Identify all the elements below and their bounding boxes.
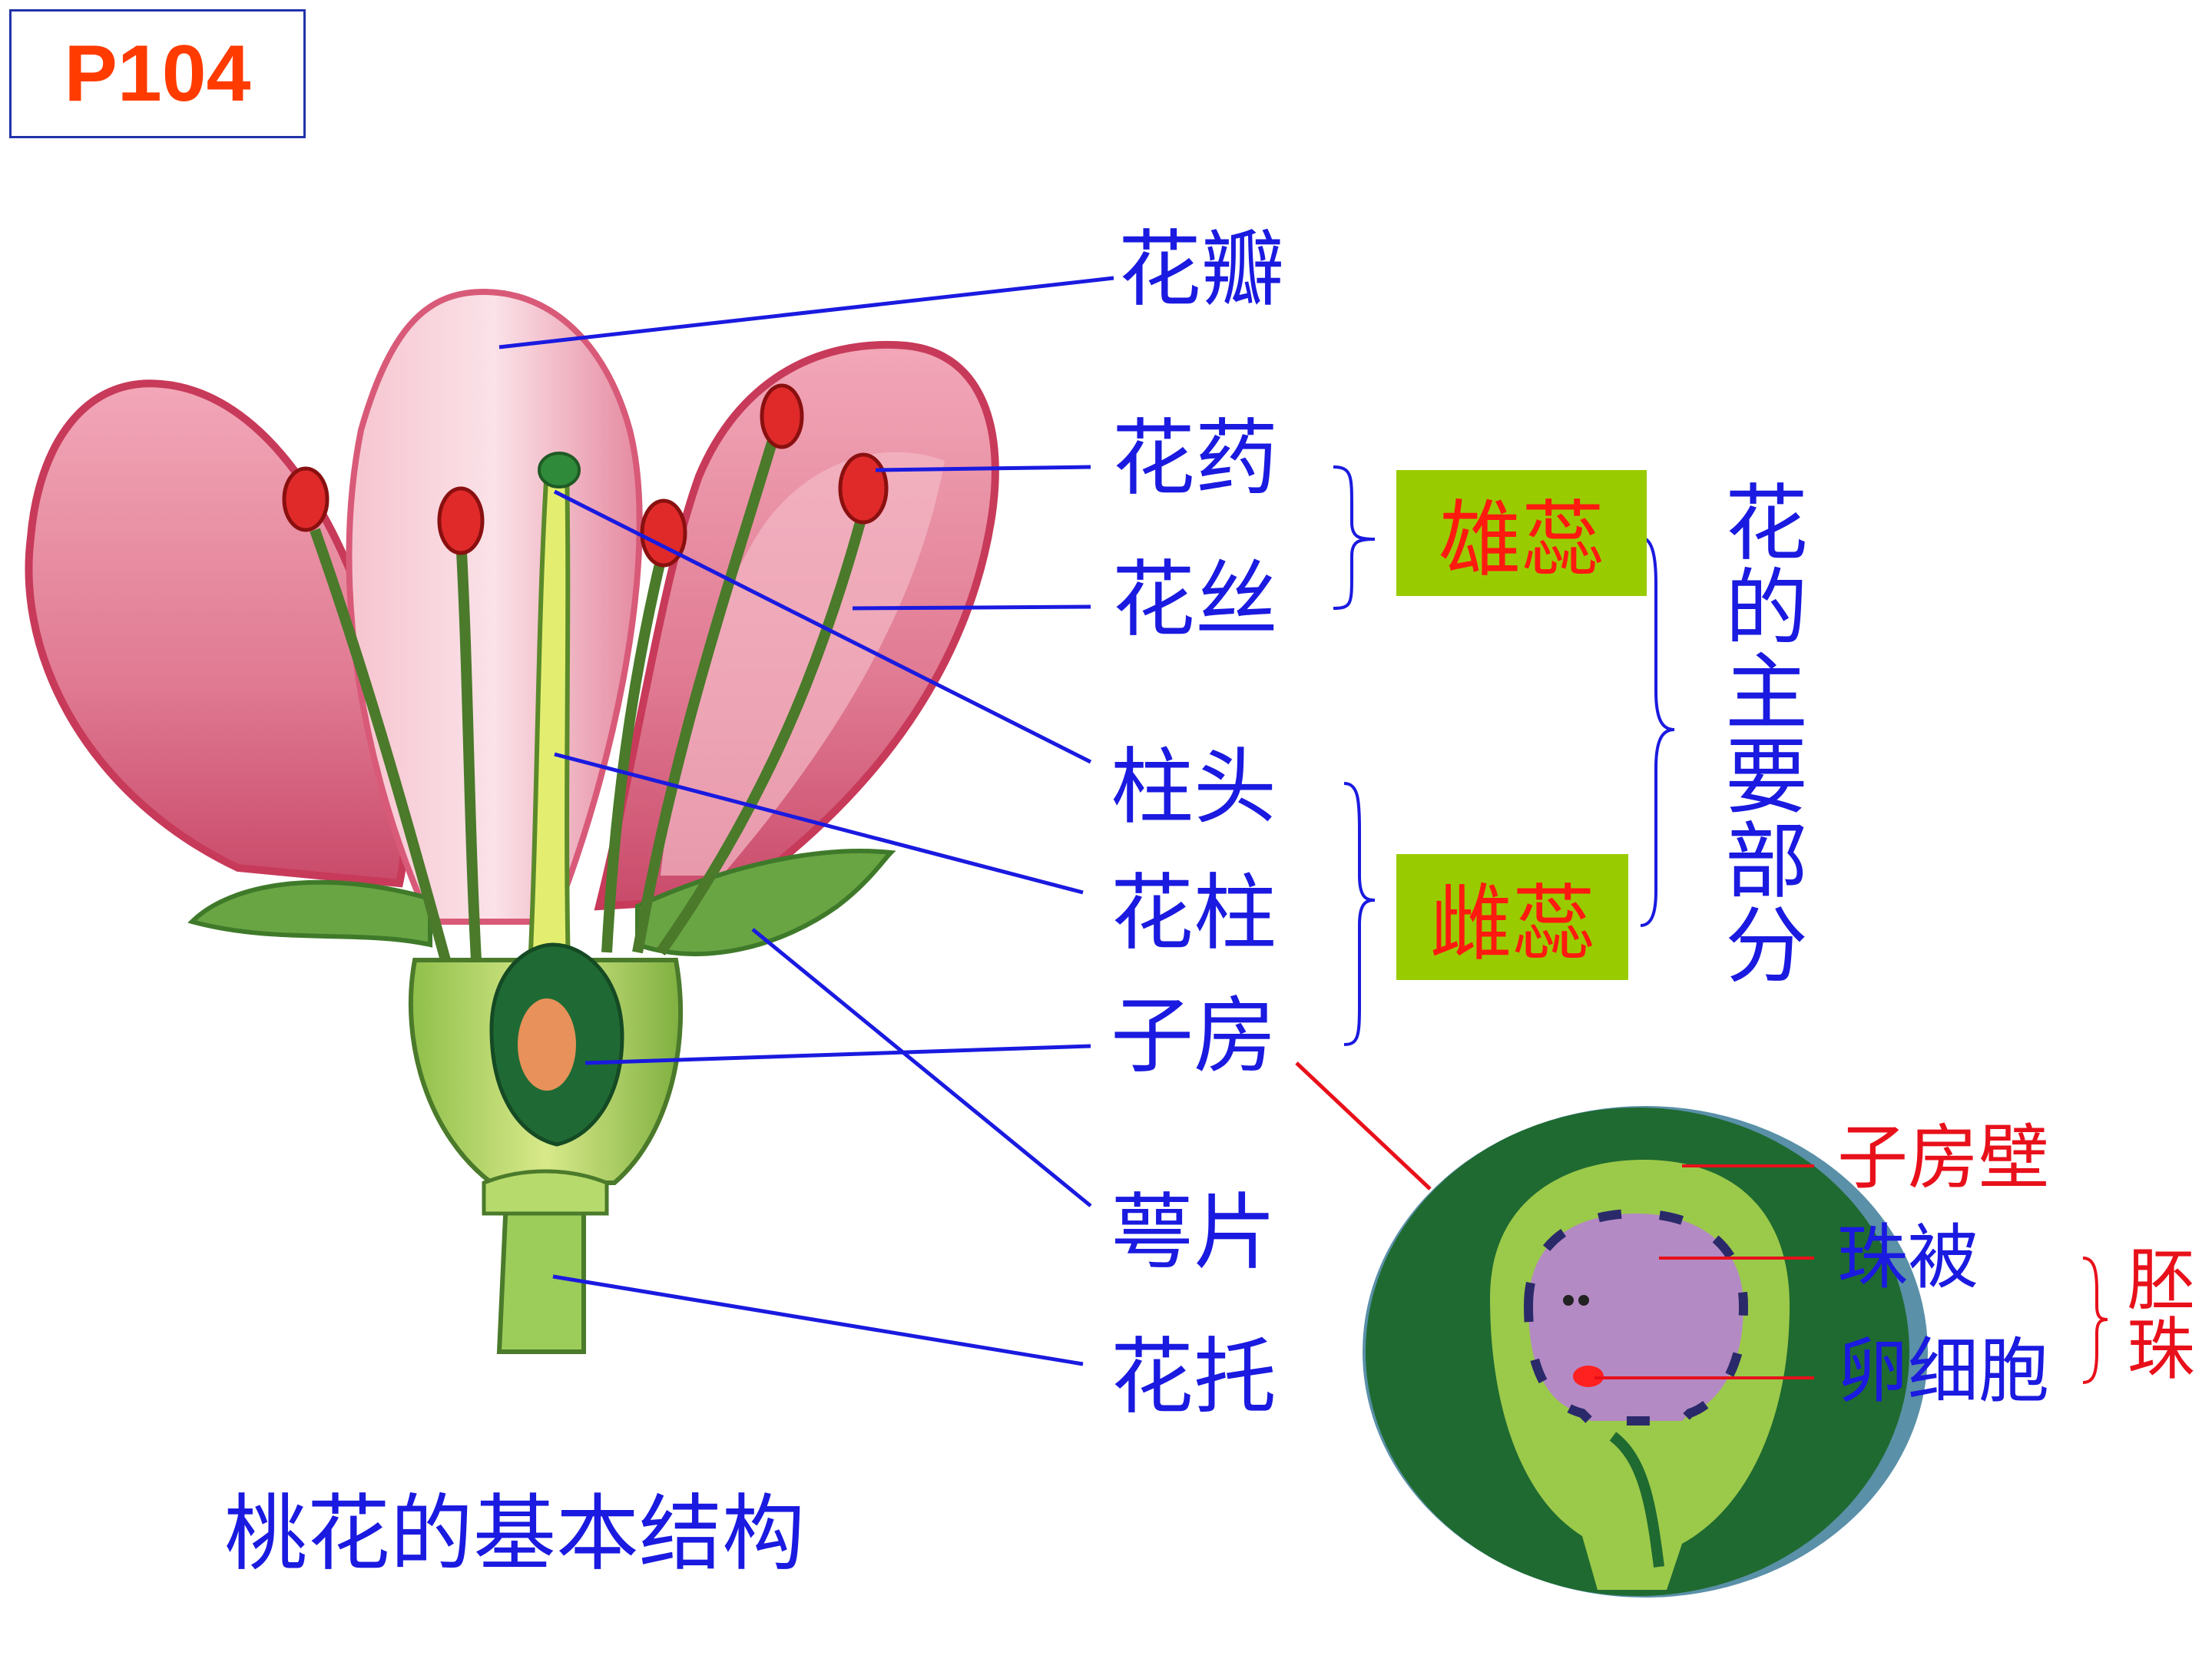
- ovule: [518, 998, 576, 1091]
- label-anther: 花药: [1112, 411, 1279, 507]
- sepal-right: [635, 849, 896, 956]
- leader-lines: [498, 276, 1114, 1366]
- label-style: 花柱: [1111, 866, 1277, 962]
- petal-right-inner: [661, 452, 945, 876]
- label-sepal: 萼片: [1111, 1185, 1277, 1281]
- label-filament: 花丝: [1112, 552, 1279, 648]
- pistil-stigma: [538, 452, 581, 488]
- ovule-brace: [2082, 1257, 2108, 1384]
- label-stigma: 柱头: [1111, 740, 1277, 836]
- sepal-left: [187, 879, 432, 948]
- label-petal: 花瓣: [1118, 222, 1285, 318]
- petal-center: [346, 288, 643, 925]
- label-integument: 珠被: [1837, 1217, 1979, 1299]
- diagram-caption: 桃花的基本结构: [224, 1486, 806, 1582]
- group-stamen: 雄蕊: [1396, 470, 1647, 596]
- label-ovule: 胚珠: [2116, 1244, 2195, 1382]
- braces: [1333, 465, 1675, 1046]
- label-receptacle: 花托: [1111, 1330, 1277, 1426]
- label-ovary-wall: 子房壁: [1837, 1117, 2050, 1199]
- label-main-parts: 花的主要部分: [1711, 479, 1807, 986]
- ovule-detail-image: [1363, 1106, 1928, 1598]
- detail-leader-lines: [1594, 1164, 1814, 1379]
- group-pistil: 雌蕊: [1396, 854, 1628, 980]
- page-reference: P104: [9, 9, 306, 138]
- anthers: [282, 383, 889, 568]
- label-ovary: 子房: [1111, 988, 1277, 1084]
- label-egg-cell: 卵细胞: [1837, 1330, 2050, 1412]
- stamens: [310, 428, 866, 962]
- detail-leader: [1295, 1061, 1432, 1190]
